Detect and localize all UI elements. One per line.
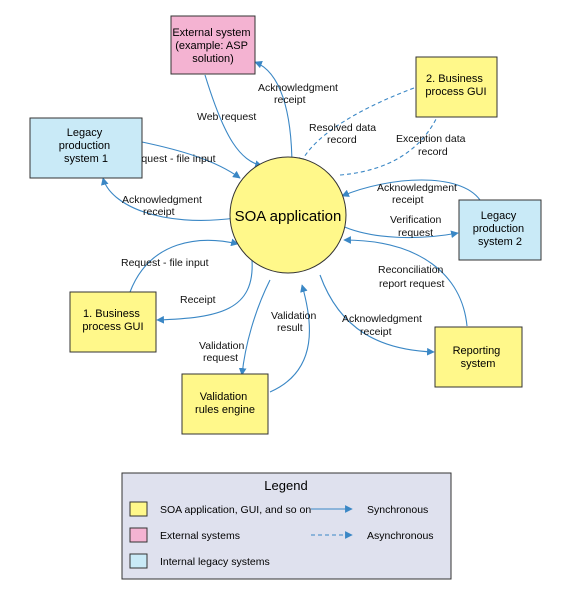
legend-async-label: Asynchronous (367, 530, 434, 542)
node-legacy-2: Legacy production system 2 (458, 199, 542, 261)
edge-leg2-verify-arrow (339, 224, 459, 239)
legend-sync-label: Synchronous (367, 504, 428, 516)
edge-val-request-arrow (238, 279, 271, 376)
soa-application-node: SOA application (229, 156, 347, 274)
node-reporting: Reporting system (434, 326, 523, 388)
edge-label-rep-recon: Reconciliation report request (378, 264, 446, 290)
edge-leg1-request-arrow (141, 141, 241, 179)
edge-leg1-ack-arrow (101, 177, 237, 221)
node-validation-engine-label: Validation rules engine (195, 391, 255, 416)
soa-application-label: SOA application (235, 208, 342, 225)
edge-leg2-ack-arrow (341, 179, 481, 201)
edge-val-result-arrow (269, 284, 310, 393)
edge-label-gui1-receipt: Receipt (180, 294, 216, 306)
node-business-gui-2-label: 2. Business process GUI (425, 73, 486, 98)
edge-labels: Acknowledgment receipt Web request Resol… (121, 82, 468, 364)
node-external-system-label: External system (example: ASP solution) (172, 27, 253, 65)
edge-ext-web-arrow (204, 74, 263, 168)
node-business-gui-1-label: 1. Business process GUI (82, 308, 143, 333)
edge-label-leg2-verify: Verification request (390, 214, 444, 239)
node-validation-engine: Validation rules engine (181, 373, 269, 435)
edge-label-rep-ack: Acknowledgment receipt (342, 313, 425, 338)
edge-ext-ack-arrow (254, 61, 293, 169)
edge-label-ext-web: Web request (197, 111, 256, 123)
edge-label-leg2-ack: Acknowledgment receipt (377, 182, 460, 206)
legend-swatch-soa (129, 501, 148, 517)
edge-gui1-receipt-arrow (156, 259, 253, 324)
legend-item-external: External systems (160, 530, 240, 542)
node-reporting-label: Reporting system (453, 345, 504, 370)
legend-title: Legend (264, 478, 307, 493)
edge-label-leg1-ack: Acknowledgment receipt (122, 194, 205, 218)
edge-label-gui2-exception: Exception data record (396, 133, 468, 158)
edge-gui2-resolved-arrow (299, 87, 415, 166)
legend: Legend SOA application, GUI, and so on E… (121, 472, 452, 580)
legend-swatch-internal (129, 553, 148, 569)
edge-label-leg1-request: Request - file input (128, 153, 216, 165)
node-business-gui-1: 1. Business process GUI (69, 291, 157, 353)
node-legacy-2-label: Legacy production system 2 (473, 210, 527, 248)
node-business-gui-2: 2. Business process GUI (415, 56, 498, 118)
edge-rep-ack-arrow (319, 274, 435, 356)
edge-label-gui1-request: Request - file input (121, 257, 209, 269)
legend-item-internal: Internal legacy systems (160, 556, 270, 568)
edge-label-gui2-resolved: Resolved data record (309, 122, 379, 146)
edge-label-val-result: Validation result (271, 310, 319, 334)
edge-rep-recon-arrow (343, 236, 468, 327)
node-external-system: External system (example: ASP solution) (170, 15, 256, 75)
edge-label-ext-ack: Acknowledgment receipt (258, 82, 341, 106)
node-legacy-1: Legacy production system 1 (29, 117, 143, 179)
edge-gui1-request-arrow (129, 238, 239, 293)
legend-swatch-external (129, 527, 148, 543)
edge-label-val-request: Validation request (199, 340, 247, 364)
node-legacy-1-label: Legacy production system 1 (59, 127, 113, 165)
legend-item-soa: SOA application, GUI, and so on (160, 504, 311, 516)
